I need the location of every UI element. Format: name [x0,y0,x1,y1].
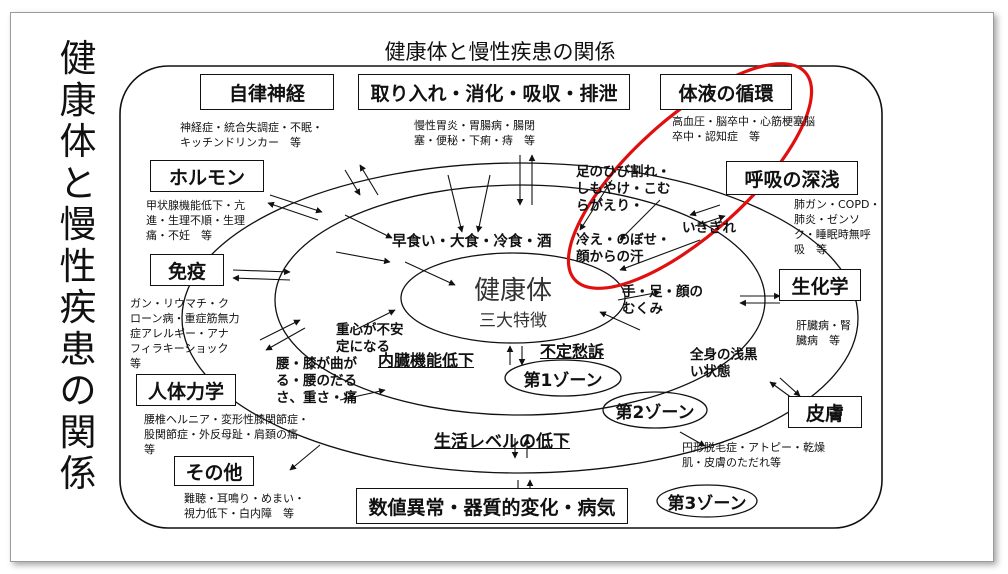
center-title: 健康体 [473,276,552,306]
zone1-label: 第1ゾーン [523,370,603,391]
desc-kokyu: 肺ガン・COPD・ 肺炎・ゼンソ ク・睡眠時無呼 吸 等 [794,198,881,256]
desc-seikagaku: 肝臓病・腎 臓病 等 [796,319,851,347]
text-jushin: 重心が不安 定になる [336,322,404,355]
vertical-title: 健 康 体 と 慢 性 疾 患 の 関 係 [56,38,100,495]
vertical-title-char: 関 [59,410,97,454]
vertical-title-char: の [59,369,97,412]
text-zenshin: 全身の浅黒 い状態 [690,347,758,380]
vertical-title-char: 康 [59,78,97,122]
desc-meneki: ガン・リウマチ・ク ローン病・重症筋無力 症アレルギー・アナ フィラキーショック… [130,297,240,370]
center-subtitle: 三大特徴 [479,311,547,331]
zone1-ellipse [400,252,626,344]
desc-hormone: 甲状腺機能低下・亢 進・生理不順・生理 痛・不妊 等 [146,199,245,242]
box-sonota: その他 [174,456,254,486]
box-hormone: ホルモン [150,160,264,192]
text-naizo: 内臓機能低下 [378,351,475,370]
desc-jiritsu: 神経症・統合失調症・不眠・ キッチンドリンカー 等 [180,121,323,149]
box-meneki: 免疫 [150,254,224,286]
desc-jintai: 腰椎ヘルニア・変形性膝関節症・ 股関節症・外反母趾・肩頚の痛 等 [144,413,309,456]
vertical-title-char: と [59,161,97,205]
outer-frame [119,65,883,529]
zone3-oval [656,484,758,518]
text-hie: 冷え・のぼせ・ 顔からの汗 [576,232,671,265]
vertical-title-char: 疾 [59,286,97,329]
desc-hifu: 円形脱毛症・アトピー・乾燥 肌・皮膚のただれ等 [682,441,825,469]
text-mukumi: 手・足・顔の むくみ [622,284,703,317]
box-hifu: 皮膚 [788,396,862,428]
zone2-oval [602,391,708,429]
desc-sonota: 難聴・耳鳴り・めまい・ 視力低下・白内障 等 [184,492,305,520]
text-futei: 不定愁訴 [540,342,605,361]
text-ashi: 足のひび割れ・ しもやけ・こむ らがえり・ [576,164,671,214]
diagram-title: 健康体と慢性疾患の関係 [384,40,616,64]
vertical-title-char: 性 [59,244,97,288]
text-seikatsu: 生活レベルの低下 [434,432,570,452]
desc-taieki: 高血圧・脳卒中・心筋梗塞脳 卒中・認知症 等 [672,115,815,143]
box-shoka: 取り入れ・消化・吸収・排泄 [358,74,630,110]
text-ikigire: いきぎれ [682,220,736,236]
vertical-title-char: 健 [59,37,97,80]
zone1-oval [504,359,622,397]
box-jiritsu: 自律神経 [200,74,334,110]
zone2-label: 第2ゾーン [615,402,695,423]
arrows [232,154,801,499]
box-bottom: 数値異常・器質的変化・病気 [356,488,628,524]
box-kokyu: 呼吸の深浅 [726,161,858,195]
box-taieki: 体液の循環 [660,74,792,110]
highlight-ellipse [566,62,814,290]
vertical-title-char: 係 [59,452,97,495]
vertical-title-char: 体 [59,120,97,163]
box-seikagaku: 生化学 [779,269,861,301]
text-hayagui: 早食い・大食・冷食・酒 [392,234,552,250]
vertical-title-char: 慢 [59,203,97,246]
text-koshi: 腰・膝が曲が る・腰のだる さ、重さ・痛 [276,356,357,406]
zone3-label: 第3ゾーン [667,493,747,514]
vertical-title-char: 患 [59,327,97,371]
desc-shoka: 慢性胃炎・胃腸病・腸閉 塞・便秘・下痢・痔 等 [414,119,535,147]
box-jintai: 人体力学 [136,374,236,406]
